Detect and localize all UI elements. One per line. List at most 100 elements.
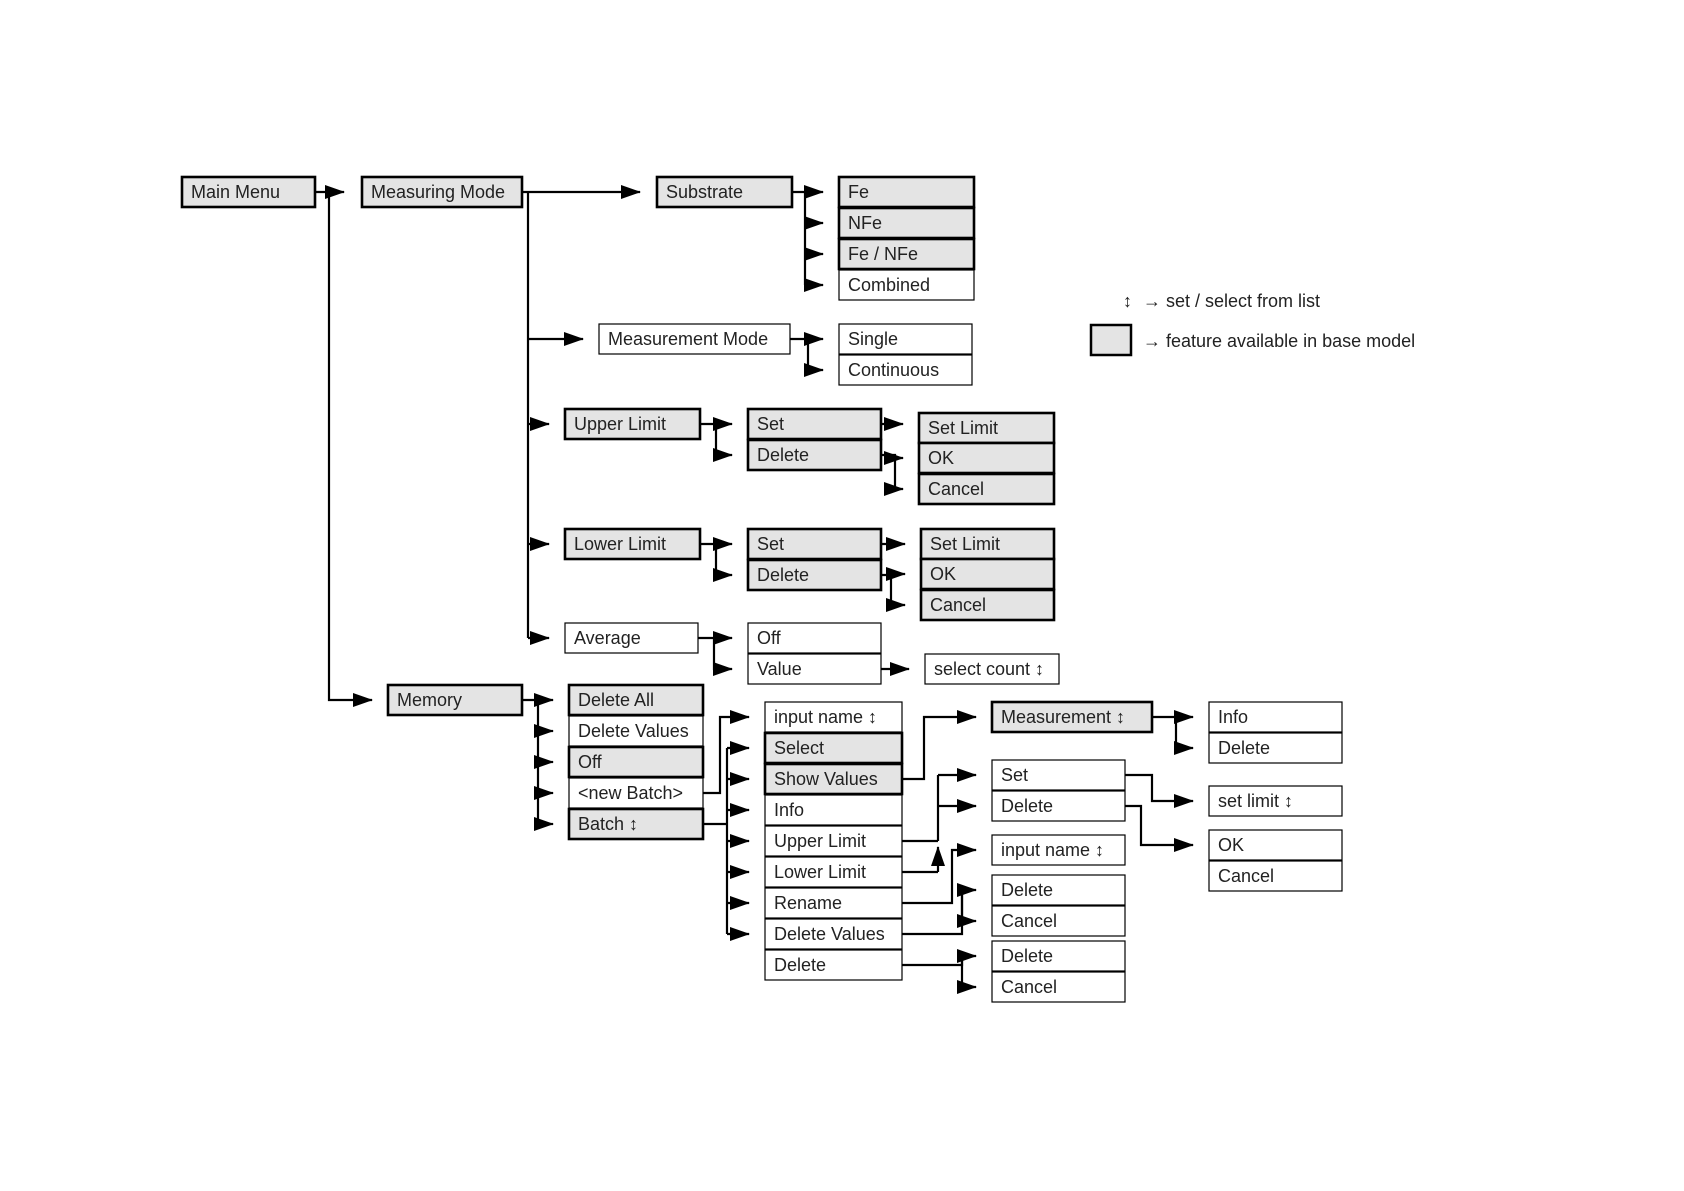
connector-26 xyxy=(712,638,733,676)
node-delete-all: Delete All xyxy=(567,683,705,717)
node-substrate-combined: Combined xyxy=(838,269,975,301)
node-box-batchdel-cancel xyxy=(991,971,1126,1003)
node-box-new-batch xyxy=(568,777,704,809)
legend-base-model-swatch xyxy=(1089,323,1133,357)
node-label-new-batch: <new Batch> xyxy=(578,783,683,803)
node-box-limit-delete xyxy=(991,790,1126,822)
node-label-batchdel-cancel: Cancel xyxy=(1001,977,1057,997)
node-upper-ok: OK xyxy=(917,441,1056,475)
node-box-lower-set xyxy=(746,527,883,561)
node-label-measurement-delete: Delete xyxy=(1218,738,1270,758)
node-substrate: Substrate xyxy=(655,175,794,209)
legend: ↕ → set / select from list → feature ava… xyxy=(1089,291,1415,357)
node-label-measuring-mode: Measuring Mode xyxy=(371,182,505,202)
node-box-upper-limit xyxy=(563,407,702,441)
node-box-measurement-info xyxy=(1208,701,1343,733)
node-lower-delete: Delete xyxy=(746,558,883,592)
node-label-batch-upper-limit: Upper Limit xyxy=(774,831,866,851)
node-select-count: select count ↕ xyxy=(924,653,1060,685)
node-box-batch-rename xyxy=(764,887,903,919)
node-batch-delete: Delete xyxy=(764,949,903,981)
node-main-menu: Main Menu xyxy=(180,175,317,209)
connector-21 xyxy=(713,544,733,582)
node-label-upper-set-limit: Set Limit xyxy=(928,418,998,438)
connector-23 xyxy=(881,567,906,581)
node-average-off: Off xyxy=(747,622,882,654)
node-batch-select: Select xyxy=(763,731,904,765)
node-label-average-value: Value xyxy=(757,659,802,679)
node-label-memory: Memory xyxy=(397,690,462,710)
node-box-limit-cancel xyxy=(1208,860,1343,892)
node-new-batch: <new Batch> xyxy=(568,777,704,809)
node-label-lower-ok: OK xyxy=(930,564,956,584)
connector-16 xyxy=(713,424,733,462)
node-label-limit-ok: OK xyxy=(1218,835,1244,855)
node-label-lower-cancel: Cancel xyxy=(930,595,986,615)
node-label-batch-lower-limit: Lower Limit xyxy=(774,862,866,882)
node-box-lower-set-limit xyxy=(919,527,1056,561)
node-batchdel-cancel: Cancel xyxy=(991,971,1126,1003)
node-label-main-menu: Main Menu xyxy=(191,182,280,202)
node-batch-info: Info xyxy=(764,794,903,826)
node-label-upper-ok: OK xyxy=(928,448,954,468)
node-label-lower-delete: Delete xyxy=(757,565,809,585)
node-lower-ok: OK xyxy=(919,557,1056,591)
node-label-measurement-mode: Measurement Mode xyxy=(608,329,768,349)
node-box-upper-ok xyxy=(917,441,1056,475)
node-batch-show-values: Show Values xyxy=(763,762,904,796)
node-limit-cancel: Cancel xyxy=(1208,860,1343,892)
connector-34 xyxy=(703,710,750,795)
node-substrate-nfe: NFe xyxy=(837,206,976,240)
node-box-batch-select xyxy=(763,731,904,765)
node-lower-limit: Lower Limit xyxy=(563,527,702,561)
node-box-substrate-fe-nfe xyxy=(837,237,976,271)
node-label-batchdel-delete: Delete xyxy=(1001,946,1053,966)
node-upper-set: Set xyxy=(746,407,883,441)
node-box-mode-continuous xyxy=(838,354,973,386)
node-label-batch-delete: Delete xyxy=(774,955,826,975)
node-average-value: Value xyxy=(747,653,882,685)
node-box-batchdel-delete xyxy=(991,940,1126,972)
node-box-lower-cancel xyxy=(919,588,1056,622)
node-label-memory-off: Off xyxy=(578,752,603,772)
connector-54 xyxy=(1125,804,1194,852)
node-rename-input-name: input name ↕ xyxy=(991,834,1126,866)
node-label-substrate-combined: Combined xyxy=(848,275,930,295)
node-delvalues-delete: Delete xyxy=(991,874,1126,906)
legend-box-text: → feature available in base model xyxy=(1143,331,1415,351)
node-label-substrate-fe-nfe: Fe / NFe xyxy=(848,244,918,264)
connector-53 xyxy=(1125,773,1194,808)
node-label-rename-input-name: input name ↕ xyxy=(1001,840,1104,860)
node-label-limit-delete: Delete xyxy=(1001,796,1053,816)
node-upper-cancel: Cancel xyxy=(917,472,1056,506)
node-box-measurement-delete xyxy=(1208,732,1343,764)
node-box-rename-input-name xyxy=(991,834,1126,866)
node-box-average-value xyxy=(747,653,882,685)
node-measurement-select: Measurement ↕ xyxy=(990,700,1154,734)
node-box-batch-delete-values xyxy=(764,918,903,950)
node-box-memory xyxy=(386,683,524,717)
node-box-lower-limit xyxy=(563,527,702,561)
node-set-limit-select: set limit ↕ xyxy=(1208,785,1343,817)
node-box-upper-set xyxy=(746,407,883,441)
node-box-upper-cancel xyxy=(917,472,1056,506)
node-box-upper-delete xyxy=(746,438,883,472)
node-label-measurement-info: Info xyxy=(1218,707,1248,727)
node-label-measurement-select: Measurement ↕ xyxy=(1001,707,1125,727)
node-batch-lower-limit: Lower Limit xyxy=(764,856,903,888)
node-label-mode-continuous: Continuous xyxy=(848,360,939,380)
node-label-upper-cancel: Cancel xyxy=(928,479,984,499)
node-mode-single: Single xyxy=(838,323,973,355)
node-average: Average xyxy=(564,622,699,654)
node-label-upper-set: Set xyxy=(757,414,784,434)
node-box-set-limit-select xyxy=(1208,785,1343,817)
connector-19 xyxy=(884,458,904,496)
node-lower-cancel: Cancel xyxy=(919,588,1056,622)
node-lower-set: Set xyxy=(746,527,883,561)
node-memory: Memory xyxy=(386,683,524,717)
node-box-select-count xyxy=(924,653,1060,685)
node-upper-set-limit: Set Limit xyxy=(917,411,1056,445)
node-label-batch-rename: Rename xyxy=(774,893,842,913)
node-batch-upper-limit: Upper Limit xyxy=(764,825,903,857)
